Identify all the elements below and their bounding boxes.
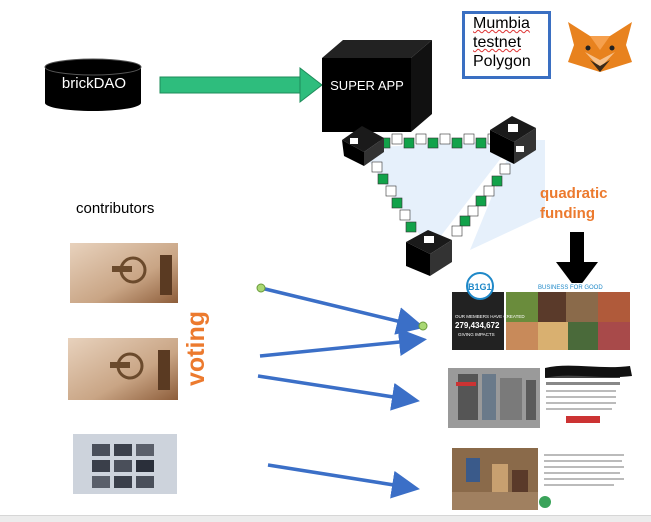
contributors-label: contributors <box>76 200 155 217</box>
b1g1-stat-value: 279,434,672 <box>455 321 500 330</box>
vote-arrow-3 <box>257 374 420 411</box>
network-line-1: Mumbia <box>473 15 530 32</box>
vote-arrow-2 <box>259 328 427 358</box>
b1g1-stat-caption: OUR MEMBERS HAVE CREATED <box>455 314 525 319</box>
voting-label: voting <box>182 311 210 386</box>
contributor-photo-2 <box>68 338 178 400</box>
vote-arrow-1-start <box>256 283 266 293</box>
network-box: Mumbia testnet Polygon <box>462 11 551 79</box>
contributor-photo-3 <box>73 434 177 494</box>
chain-block-left <box>342 126 384 166</box>
footer-bar <box>0 515 651 522</box>
quadratic-funding-label: quadratic funding <box>540 184 630 224</box>
vote-arrow-4 <box>267 463 420 499</box>
chain-triangle-bg <box>360 140 515 250</box>
fox-icon <box>568 22 632 72</box>
contributor-photo-1 <box>70 243 178 303</box>
down-arrow <box>556 232 598 290</box>
qf-line-2: funding <box>540 205 595 222</box>
redaction-scribble <box>545 365 632 378</box>
chain-block-bottom <box>406 230 452 276</box>
cube-icon <box>322 40 432 132</box>
database-icon <box>44 58 142 111</box>
super-app-label: SUPER APP <box>330 78 404 93</box>
network-line-2: testnet <box>473 34 522 51</box>
vote-arrow-1-end <box>418 321 428 331</box>
b1g1-tagline: BUSINESS FOR GOOD <box>538 285 603 291</box>
chain-left <box>371 161 417 233</box>
flow-arrow <box>159 66 323 104</box>
project-card-b1g1 <box>452 272 630 351</box>
chain-block-right <box>490 116 536 164</box>
brickdao-label: brickDAO <box>61 75 127 92</box>
network-line-3: Polygon <box>473 53 531 70</box>
b1g1-brand: B1G1 <box>468 282 492 292</box>
qf-line-1: quadratic <box>540 185 608 202</box>
project-card-3 <box>452 448 630 510</box>
vote-arrow-1 <box>260 286 425 335</box>
chain-right <box>451 163 511 237</box>
b1g1-stat-sub: GIVING IMPACTS <box>458 332 495 337</box>
chain-triangle-bg-2 <box>470 140 545 250</box>
